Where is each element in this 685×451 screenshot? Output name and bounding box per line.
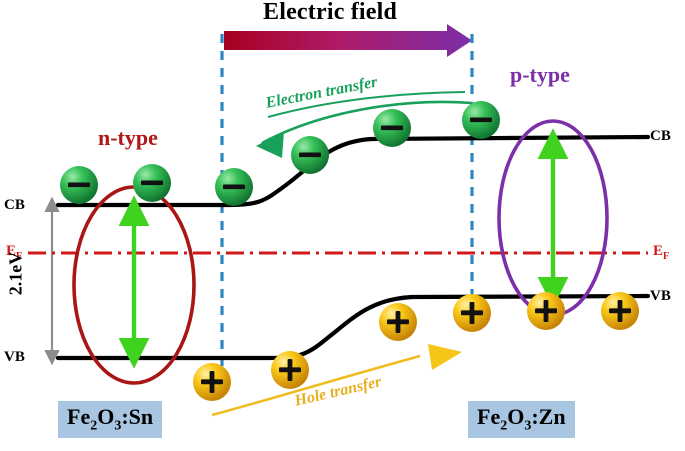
electron-particle (60, 166, 98, 204)
material-right-fe: Fe (477, 404, 501, 429)
material-left-o: O (97, 404, 115, 429)
electron-particle (291, 136, 329, 174)
p-type-label: p-type (510, 62, 570, 87)
electron-particle (373, 109, 411, 147)
fermi-subscript-right: F (663, 251, 670, 262)
electric-field-arrow (224, 24, 472, 57)
fermi-label-right: EF (653, 243, 669, 262)
electric-field-title: Electric field (263, 0, 398, 25)
electron-particle (133, 164, 171, 202)
vb-label-left: VB (4, 349, 25, 365)
hole-transfer-arrow (211, 344, 462, 417)
hole-particle (601, 292, 639, 330)
band-gap-label: 2.1eV (5, 251, 26, 296)
vb-label-right: VB (650, 288, 671, 304)
hole-particle (271, 351, 309, 389)
cb-label-left: CB (4, 197, 25, 213)
fermi-symbol-right: E (653, 243, 664, 259)
electron-particle (215, 168, 253, 206)
electron-transfer-arrow (256, 91, 473, 158)
hole-particle (379, 303, 417, 341)
material-left-sub2: 3 (114, 418, 122, 434)
material-left-fe: Fe (67, 404, 91, 429)
hole-particle (527, 292, 565, 330)
fermi-subscript-left: F (16, 251, 23, 262)
hole-group (193, 292, 639, 401)
material-label-left: Fe2O3:Sn (58, 401, 163, 439)
material-right-dopant: :Zn (531, 404, 566, 429)
conduction-band-line (55, 134, 651, 208)
material-left-sub1: 2 (90, 418, 98, 434)
material-left-dopant: :Sn (121, 404, 154, 429)
n-type-label: n-type (98, 125, 158, 150)
hole-particle (193, 363, 231, 401)
material-label-right: Fe2O3:Zn (468, 401, 575, 439)
cb-label-right: CB (650, 128, 671, 144)
fermi-symbol-left: E (6, 243, 17, 259)
fermi-label-left: EF (6, 243, 22, 262)
hole-particle (453, 294, 491, 332)
electron-particle (462, 101, 500, 139)
electron-group (60, 101, 500, 206)
material-right-o: O (507, 404, 525, 429)
material-right-sub1: 2 (500, 418, 508, 434)
material-right-sub2: 3 (524, 418, 532, 434)
